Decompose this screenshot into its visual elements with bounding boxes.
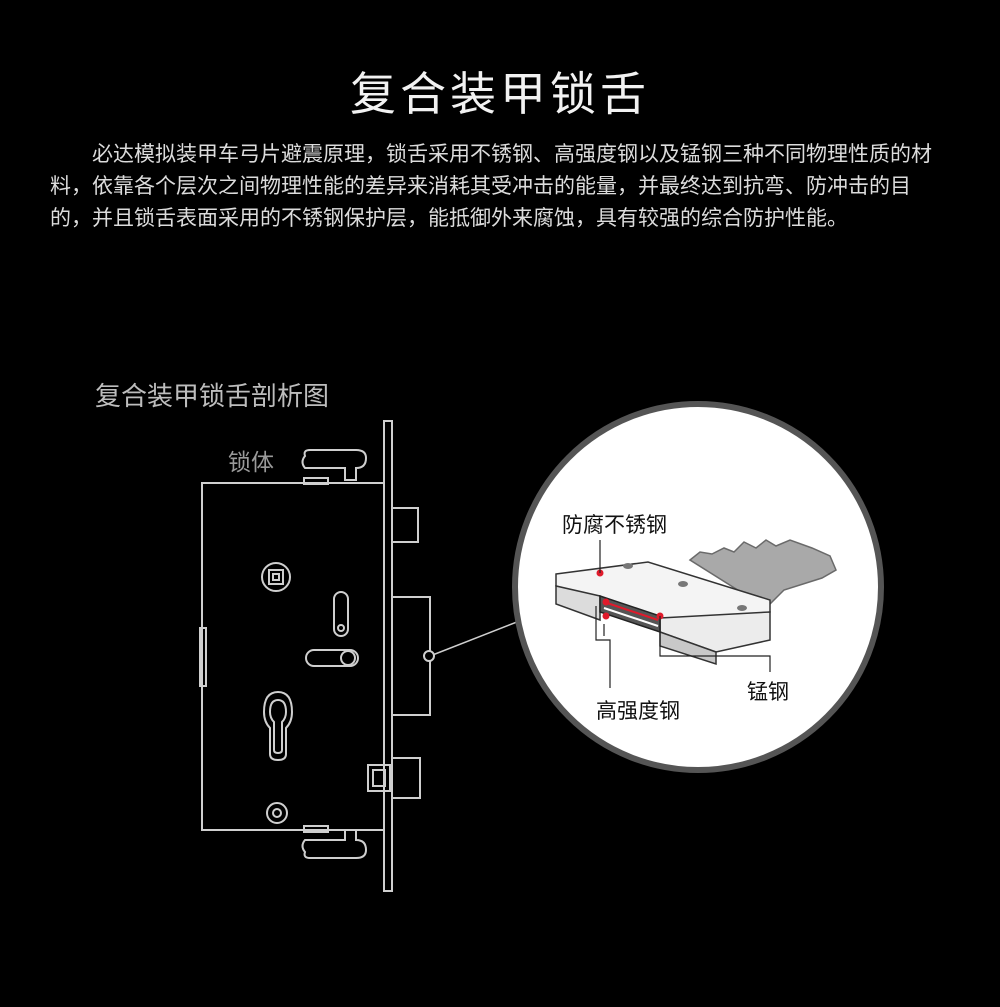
callout-stainless-steel: 防腐不锈钢: [562, 513, 667, 537]
page-title: 复合装甲锁舌: [350, 67, 650, 121]
lever: [305, 649, 359, 667]
callout-manganese-steel: 锰钢: [747, 680, 789, 704]
zoom-pointer: [423, 619, 523, 662]
callout-leaders: [595, 540, 771, 688]
marker-high-strength-steel-1: [602, 598, 610, 606]
marker-high-strength-steel-2: [602, 612, 610, 620]
callout-high-strength-steel: 高强度钢: [596, 699, 680, 723]
lock-body-outline: [199, 420, 431, 892]
upper-handle-stub: [301, 449, 368, 485]
intro-paragraph: 必达模拟装甲车弓片避震原理，锁舌采用不锈钢、高强度钢以及锰钢三种不同物理性质的材…: [50, 142, 932, 230]
keyhole: [262, 690, 294, 762]
screw: [266, 802, 288, 824]
lock-body-label: 锁体: [228, 450, 274, 476]
diagram-caption: 复合装甲锁舌剖析图: [95, 382, 330, 412]
lower-handle-stub: [301, 825, 368, 859]
bolt-slot: [333, 591, 349, 637]
latch-bolt-cutaway: [555, 539, 837, 666]
spindle-hub: [261, 562, 291, 592]
